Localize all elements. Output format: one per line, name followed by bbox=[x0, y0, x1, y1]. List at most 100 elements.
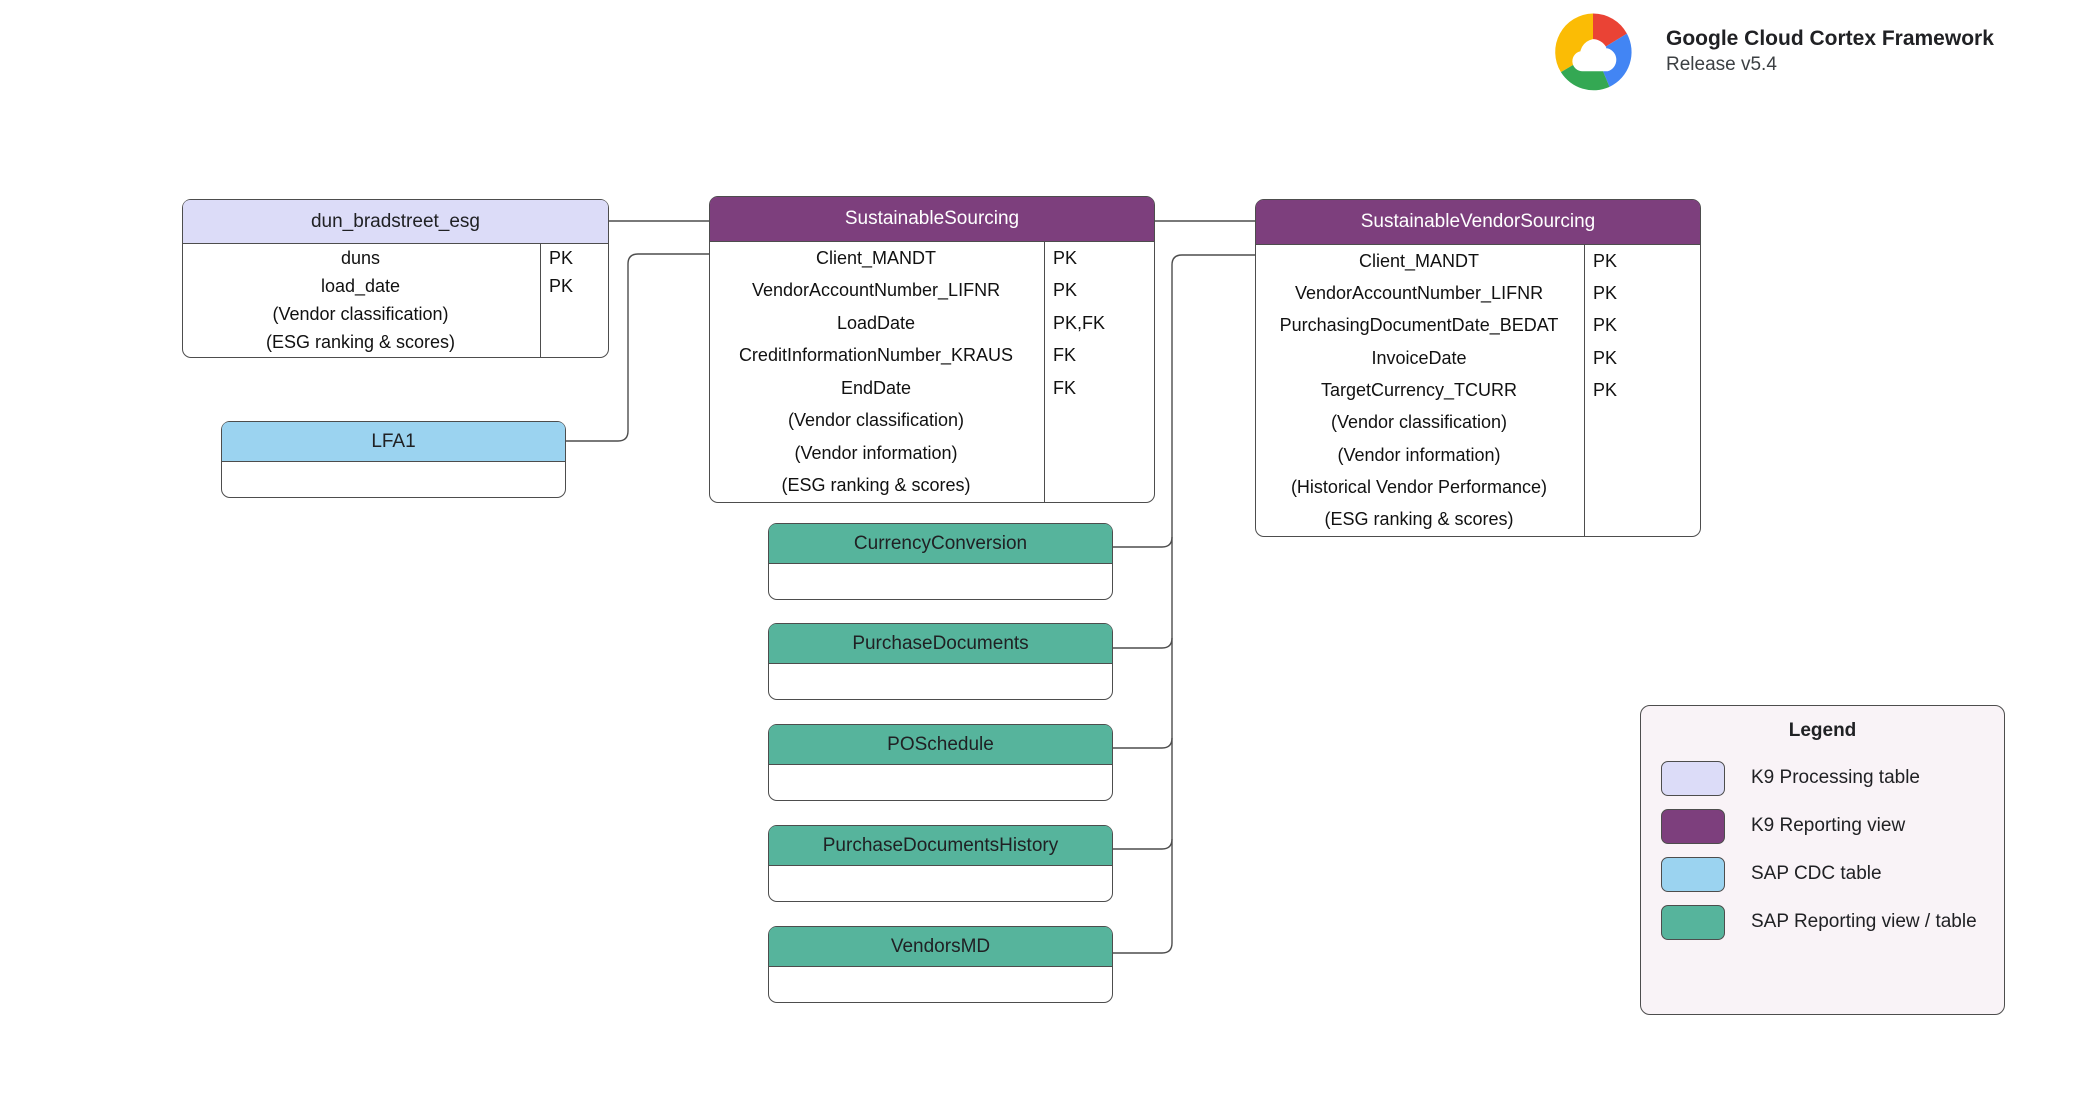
field-row: (ESG ranking & scores) bbox=[710, 470, 1154, 503]
legend-item: K9 Reporting view bbox=[1641, 802, 2004, 850]
field-name: (ESG ranking & scores) bbox=[781, 475, 971, 496]
field-name: CreditInformationNumber_KRAUS bbox=[738, 345, 1014, 366]
field-name: VendorAccountNumber_LIFNR bbox=[1294, 282, 1544, 303]
field-key-marker: FK bbox=[1053, 377, 1077, 398]
field-name: EndDate bbox=[840, 377, 912, 398]
field-key-marker bbox=[1582, 504, 1700, 536]
entity-body-LFA1 bbox=[222, 462, 565, 497]
legend-label: SAP Reporting view / table bbox=[1751, 911, 1977, 932]
field-key-marker: PK bbox=[1053, 247, 1078, 268]
key-column-divider bbox=[540, 244, 541, 357]
field-name: (ESG ranking & scores) bbox=[1324, 509, 1514, 530]
field-key-marker bbox=[1042, 437, 1154, 470]
field-list: Client_MANDT PK VendorAccountNumber_LIFNR P… bbox=[710, 242, 1154, 502]
entity-PurchaseDocuments[interactable]: PurchaseDocuments bbox=[768, 623, 1113, 700]
field-key-marker bbox=[1582, 471, 1700, 503]
entity-CurrencyConversion[interactable]: CurrencyConversion bbox=[768, 523, 1113, 600]
field-row: (Vendor information) bbox=[710, 437, 1154, 470]
entity-title-CurrencyConversion: CurrencyConversion bbox=[769, 524, 1112, 564]
entity-title-POSchedule: POSchedule bbox=[769, 725, 1112, 765]
entity-title-SustainableSourcing: SustainableSourcing bbox=[710, 197, 1154, 242]
legend-swatch bbox=[1661, 760, 1725, 796]
legend-item: SAP CDC table bbox=[1641, 850, 2004, 898]
field-name: (Vendor classification) bbox=[1330, 412, 1508, 433]
field-name: InvoiceDate bbox=[1371, 347, 1467, 368]
brand-title: Google Cloud Cortex Framework bbox=[1666, 27, 1994, 51]
legend-swatch bbox=[1661, 904, 1725, 940]
field-key-marker: PK bbox=[1593, 379, 1618, 400]
field-key-marker bbox=[538, 301, 608, 329]
key-column-divider bbox=[1584, 245, 1585, 536]
connector-purchasedocumentshistory-to-vendorsourcing bbox=[1113, 838, 1173, 850]
field-key-marker bbox=[1582, 439, 1700, 471]
field-key-marker bbox=[1582, 407, 1700, 439]
key-column-divider bbox=[1044, 242, 1045, 502]
entity-PurchaseDocumentsHistory[interactable]: PurchaseDocumentsHistory bbox=[768, 825, 1113, 902]
field-key-marker: PK bbox=[1593, 315, 1618, 336]
field-key-marker bbox=[538, 329, 608, 357]
entity-body-CurrencyConversion bbox=[769, 564, 1112, 599]
field-name: VendorAccountNumber_LIFNR bbox=[751, 280, 1001, 301]
legend-label: K9 Reporting view bbox=[1751, 815, 1906, 836]
field-row: (Vendor information) bbox=[1256, 439, 1700, 471]
entity-body-VendorsMD bbox=[769, 967, 1112, 1002]
field-name: Client_MANDT bbox=[815, 247, 937, 268]
field-row: (ESG ranking & scores) bbox=[1256, 504, 1700, 536]
legend-item: K9 Processing table bbox=[1641, 754, 2004, 802]
connector-poschedule-to-vendorsourcing bbox=[1113, 737, 1173, 749]
entity-title-PurchaseDocumentsHistory: PurchaseDocumentsHistory bbox=[769, 826, 1112, 866]
field-row: (ESG ranking & scores) bbox=[183, 329, 608, 357]
legend-item: SAP Reporting view / table bbox=[1641, 898, 2004, 946]
entity-body-PurchaseDocuments bbox=[769, 664, 1112, 699]
legend-title: Legend bbox=[1788, 720, 1857, 741]
entity-body-POSchedule bbox=[769, 765, 1112, 800]
field-key-marker: PK,FK bbox=[1053, 312, 1106, 333]
field-key-marker bbox=[1042, 470, 1154, 503]
google-cloud-logo-icon bbox=[1555, 13, 1632, 91]
field-key-marker bbox=[1042, 405, 1154, 438]
field-row: (Historical Vendor Performance) bbox=[1256, 471, 1700, 503]
entity-LFA1[interactable]: LFA1 bbox=[221, 421, 566, 498]
field-key-marker: PK bbox=[1053, 280, 1078, 301]
field-name: (Historical Vendor Performance) bbox=[1290, 476, 1548, 497]
field-name: (Vendor classification) bbox=[272, 304, 449, 325]
brand-header: Google Cloud Cortex Framework Release v5… bbox=[1538, 8, 1994, 96]
field-key-marker: PK bbox=[1593, 250, 1618, 271]
entity-title-LFA1: LFA1 bbox=[222, 422, 565, 462]
legend-swatch bbox=[1661, 856, 1725, 892]
legend-label: SAP CDC table bbox=[1751, 863, 1882, 884]
field-row: Client_MANDT PK bbox=[710, 242, 1154, 275]
field-row: TargetCurrency_TCURR PK bbox=[1256, 374, 1700, 406]
field-name: (Vendor information) bbox=[794, 442, 958, 463]
entity-title-dun_bradstreet_esg: dun_bradstreet_esg bbox=[183, 200, 608, 244]
field-name: (Vendor information) bbox=[1337, 444, 1501, 465]
field-row: (Vendor classification) bbox=[1256, 407, 1700, 439]
connector-purchasedocuments-to-vendorsourcing bbox=[1113, 637, 1173, 649]
legend-panel: Legend K9 Processing table K9 Reporting v… bbox=[1640, 705, 2005, 1015]
field-key-marker: PK bbox=[549, 275, 574, 296]
entity-POSchedule[interactable]: POSchedule bbox=[768, 724, 1113, 801]
entity-body-PurchaseDocumentsHistory bbox=[769, 866, 1112, 901]
legend-label: K9 Processing table bbox=[1751, 767, 1920, 788]
field-name: TargetCurrency_TCURR bbox=[1320, 379, 1518, 400]
entity-VendorsMD[interactable]: VendorsMD bbox=[768, 926, 1113, 1003]
entity-title-SustainableVendorSourcing: SustainableVendorSourcing bbox=[1256, 200, 1700, 245]
field-name: (Vendor classification) bbox=[787, 410, 965, 431]
field-name: duns bbox=[340, 247, 381, 268]
